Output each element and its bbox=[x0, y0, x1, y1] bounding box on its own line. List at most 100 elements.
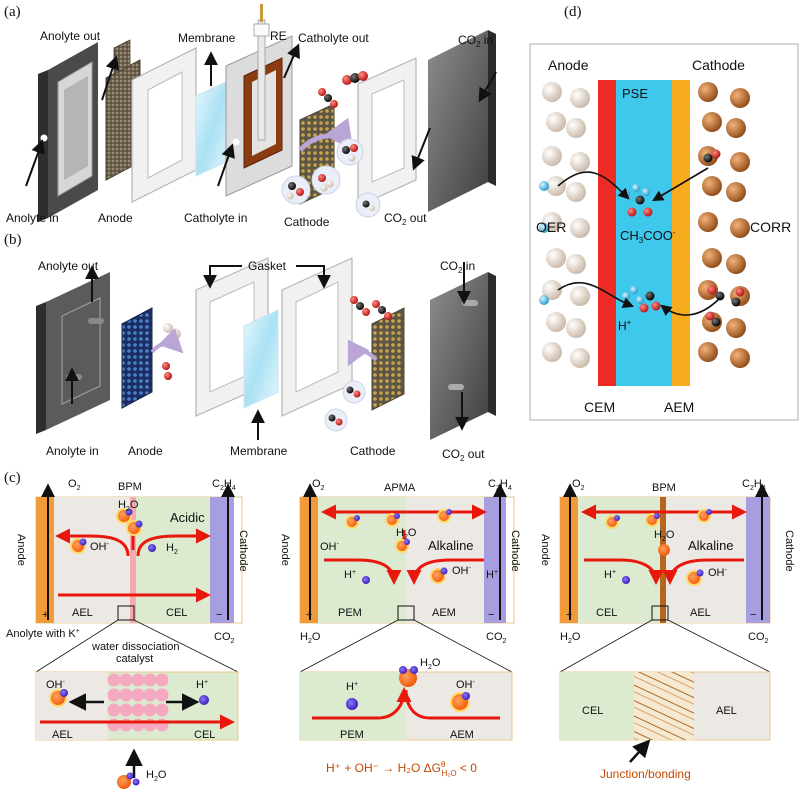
anode-end-plate bbox=[38, 42, 98, 222]
label-plus-middle: + bbox=[306, 609, 312, 621]
flow-arrows-a bbox=[25, 43, 497, 187]
label-alkaline-right: Alkaline bbox=[688, 538, 734, 553]
ion-clusters-d bbox=[539, 149, 745, 327]
catalyst-particle bbox=[155, 718, 169, 732]
label-cel-left: CEL bbox=[166, 607, 187, 619]
panel-a: (a) bbox=[4, 4, 497, 229]
label-minus-right: − bbox=[750, 609, 756, 621]
label-aem-d: AEM bbox=[664, 399, 694, 415]
label-catholyte-in: Catholyte in bbox=[184, 211, 247, 225]
label-plus-left: + bbox=[42, 609, 48, 621]
label-h2o-middle: H2O bbox=[396, 527, 417, 541]
label-zoom-pem: PEM bbox=[340, 729, 364, 741]
label-cel-right: CEL bbox=[596, 607, 617, 619]
anode-particle bbox=[542, 146, 562, 166]
label-zoom-ael-left: AEL bbox=[52, 729, 73, 741]
anode-particle bbox=[570, 152, 590, 172]
catalyst-particle bbox=[131, 703, 145, 717]
anode-particle bbox=[546, 176, 566, 196]
label-anode-a: Anode bbox=[98, 211, 133, 225]
label-h-right-middle: H+ bbox=[486, 569, 498, 581]
label-co2-out-a: CO2 out bbox=[384, 211, 427, 227]
label-corr: CORR bbox=[750, 219, 791, 235]
label-cathode-right: Cathode bbox=[783, 530, 795, 572]
label-anolyte-k: Anolyte with K+ bbox=[6, 628, 80, 640]
anode-particle bbox=[546, 312, 566, 332]
label-apma: APMA bbox=[384, 482, 416, 494]
label-c2h4-left: C2H4 bbox=[212, 478, 236, 492]
reaction-arrows-d bbox=[557, 167, 721, 316]
label-membrane-a: Membrane bbox=[178, 31, 236, 45]
label-co2-middle: CO2 bbox=[486, 631, 507, 645]
label-zoom-ael-right: AEL bbox=[716, 705, 737, 717]
label-acetate: CH3COO- bbox=[620, 228, 676, 245]
anode-particle bbox=[542, 342, 562, 362]
label-gasket: Gasket bbox=[248, 259, 287, 273]
catalyst-particle bbox=[131, 688, 145, 702]
label-anode-left: Anode bbox=[15, 534, 27, 566]
catalyst-particle bbox=[143, 718, 157, 732]
catalyst-particle bbox=[155, 688, 169, 702]
catalyst-particle bbox=[119, 718, 133, 732]
label-re: RE bbox=[270, 29, 287, 43]
label-zoom-h-left: H+ bbox=[196, 679, 208, 691]
label-cathode-a: Cathode bbox=[284, 215, 330, 229]
cathode-particle bbox=[726, 254, 746, 274]
cathode-bar-left bbox=[210, 497, 234, 623]
label-oh-left: OH- bbox=[90, 541, 110, 553]
label-anolyte-in-b: Anolyte in bbox=[46, 444, 99, 458]
catalyst-particle bbox=[155, 673, 169, 687]
cell-right: O2 BPM C2H4 H2O Alkaline H+ OH- Anode Ca… bbox=[539, 478, 795, 781]
label-zoom-oh-middle: OH- bbox=[456, 679, 476, 691]
catalyst-particle bbox=[107, 688, 121, 702]
panel-d-label: (d) bbox=[564, 4, 582, 20]
label-zoom-h-middle: H+ bbox=[346, 681, 358, 693]
cathode-particle bbox=[702, 112, 722, 132]
label-minus-middle: − bbox=[488, 609, 494, 621]
label-catalyst-2: catalyst bbox=[116, 653, 153, 665]
reference-electrode bbox=[253, 4, 270, 141]
catalyst-particle bbox=[119, 688, 133, 702]
label-anolyte-in-a: Anolyte in bbox=[6, 211, 59, 225]
panel-c: (c) O2 BPM bbox=[4, 470, 795, 789]
cathode-particle bbox=[698, 82, 718, 102]
cathode-bar-middle bbox=[484, 497, 506, 623]
label-junction: Junction/bonding bbox=[600, 767, 691, 781]
label-catalyst-1: water dissociation bbox=[91, 641, 179, 653]
pse-layer bbox=[616, 80, 672, 386]
label-aem-middle: AEM bbox=[432, 607, 456, 619]
label-h2o-left: H2O bbox=[118, 499, 139, 513]
anode-particle bbox=[542, 82, 562, 102]
label-co2-in-b: CO2 in bbox=[440, 259, 475, 275]
zoom-left: OH- H+ AEL CEL bbox=[35, 671, 239, 741]
label-cathode-middle: Cathode bbox=[509, 530, 521, 572]
label-ael-left: AEL bbox=[72, 607, 93, 619]
cathode-particle bbox=[702, 248, 722, 268]
anode-particle bbox=[542, 280, 562, 300]
cathode-particle bbox=[730, 88, 750, 108]
anode-particle bbox=[570, 286, 590, 306]
anode-gasket bbox=[131, 47, 197, 203]
label-membrane-b: Membrane bbox=[230, 444, 288, 458]
label-o2-middle: O2 bbox=[312, 478, 325, 492]
cathode-end-plate-b bbox=[430, 272, 496, 440]
label-zoom-cel-left: CEL bbox=[194, 729, 215, 741]
junction-fibers bbox=[634, 672, 694, 740]
cathode-particle bbox=[726, 182, 746, 202]
label-anode-right: Anode bbox=[539, 534, 551, 566]
flow-arrows-b bbox=[65, 262, 471, 440]
label-ael-right: AEL bbox=[690, 607, 711, 619]
label-plus-right: + bbox=[566, 609, 572, 621]
label-co2-out-b: CO2 out bbox=[442, 447, 485, 463]
catalyst-particle bbox=[119, 703, 133, 717]
catalyst-particle bbox=[107, 718, 121, 732]
label-h-left-right: H+ bbox=[604, 569, 616, 581]
label-catholyte-out: Catholyte out bbox=[298, 31, 369, 45]
cathode-particle bbox=[726, 318, 746, 338]
cathode-particle bbox=[726, 118, 746, 138]
cathode-electrode-b bbox=[371, 307, 405, 411]
label-c2h4-middle: C2H4 bbox=[488, 478, 512, 492]
label-zoom-h2o-left: H2O bbox=[146, 769, 167, 783]
cell-middle: O2 APMA C2H4 H2O Alkaline OH- H+ OH- H+ … bbox=[279, 478, 521, 778]
label-bottom-h2o-middle: H2O bbox=[300, 631, 321, 645]
